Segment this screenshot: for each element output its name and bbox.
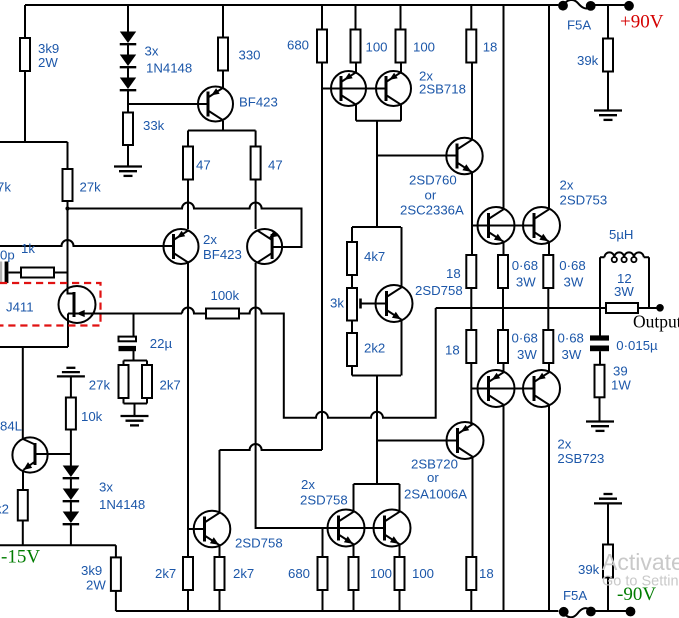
- svg-text:18: 18: [445, 343, 460, 358]
- svg-text:3W: 3W: [517, 347, 537, 362]
- svg-text:BF423: BF423: [203, 247, 242, 262]
- svg-text:1N4148: 1N4148: [146, 61, 192, 76]
- svg-text:k2: k2: [0, 502, 9, 517]
- svg-text:2x: 2x: [203, 232, 217, 247]
- svg-text:or: or: [425, 187, 437, 202]
- svg-text:4k7: 4k7: [364, 249, 385, 264]
- svg-text:0·68: 0·68: [512, 331, 538, 346]
- svg-text:3k: 3k: [330, 296, 344, 311]
- svg-text:3x: 3x: [145, 44, 159, 59]
- svg-text:2k7: 2k7: [233, 566, 254, 581]
- svg-text:0·68: 0·68: [559, 258, 585, 273]
- svg-text:7k: 7k: [0, 180, 11, 195]
- svg-text:F5A: F5A: [567, 18, 591, 33]
- svg-text:18: 18: [483, 39, 498, 54]
- svg-text:2k7: 2k7: [155, 566, 176, 581]
- svg-text:3k9: 3k9: [38, 41, 59, 56]
- svg-text:3k9: 3k9: [81, 563, 102, 578]
- svg-text:3W: 3W: [562, 347, 582, 362]
- svg-text:-15V: -15V: [1, 547, 40, 568]
- svg-text:2x: 2x: [301, 477, 315, 492]
- svg-text:33k: 33k: [143, 118, 165, 133]
- svg-text:84L: 84L: [0, 419, 22, 434]
- svg-text:100: 100: [370, 566, 392, 581]
- svg-text:2SA1006A: 2SA1006A: [404, 486, 467, 501]
- svg-text:39: 39: [613, 364, 628, 379]
- svg-text:2SB723: 2SB723: [557, 451, 604, 466]
- svg-text:1N4148: 1N4148: [99, 497, 145, 512]
- svg-text:47: 47: [268, 157, 283, 172]
- svg-text:2SC2336A: 2SC2336A: [400, 203, 464, 218]
- svg-text:2SD753: 2SD753: [560, 192, 608, 207]
- svg-text:100: 100: [413, 39, 435, 54]
- svg-text:39k: 39k: [578, 562, 600, 577]
- svg-text:12: 12: [617, 271, 632, 286]
- svg-text:-90V: -90V: [617, 584, 656, 605]
- svg-text:680: 680: [288, 566, 310, 581]
- svg-text:F5A: F5A: [563, 588, 587, 603]
- svg-text:1W: 1W: [611, 378, 631, 393]
- svg-text:39k: 39k: [577, 53, 599, 68]
- svg-text:2x: 2x: [419, 68, 433, 83]
- svg-text:3x: 3x: [99, 480, 113, 495]
- svg-text:47: 47: [196, 157, 211, 172]
- svg-text:1k: 1k: [21, 241, 35, 256]
- svg-text:680: 680: [287, 37, 309, 52]
- svg-text:2SB720: 2SB720: [411, 457, 458, 472]
- svg-text:5µH: 5µH: [609, 227, 633, 242]
- svg-text:100: 100: [366, 39, 388, 54]
- svg-text:3W: 3W: [516, 275, 536, 290]
- svg-text:Output: Output: [633, 311, 679, 331]
- svg-text:2W: 2W: [38, 55, 58, 70]
- svg-text:22µ: 22µ: [150, 336, 173, 351]
- svg-text:2SB718: 2SB718: [419, 81, 466, 96]
- svg-text:or: or: [427, 470, 439, 485]
- svg-text:330: 330: [239, 48, 261, 63]
- svg-text:+90V: +90V: [620, 12, 664, 33]
- svg-text:2x: 2x: [560, 178, 574, 193]
- svg-text:0·015µ: 0·015µ: [616, 338, 658, 353]
- svg-text:2SD758: 2SD758: [415, 283, 463, 298]
- svg-text:27k: 27k: [80, 180, 102, 195]
- svg-text:2x: 2x: [557, 437, 571, 452]
- svg-text:J411: J411: [6, 300, 34, 315]
- svg-text:Go to Settings t: Go to Settings t: [602, 574, 679, 590]
- svg-text:0·68: 0·68: [558, 331, 584, 346]
- svg-text:100k: 100k: [211, 288, 240, 303]
- svg-text:2SD758: 2SD758: [235, 536, 283, 551]
- svg-text:2SD760: 2SD760: [409, 173, 457, 188]
- svg-text:BF423: BF423: [239, 95, 278, 110]
- svg-text:2W: 2W: [86, 578, 106, 593]
- svg-text:0·68: 0·68: [512, 258, 538, 273]
- svg-text:3W: 3W: [564, 275, 584, 290]
- svg-text:18: 18: [479, 566, 494, 581]
- svg-text:2k7: 2k7: [160, 377, 181, 392]
- svg-text:Activate W: Activate W: [602, 549, 679, 575]
- svg-text:27k: 27k: [89, 377, 111, 392]
- svg-text:2k2: 2k2: [364, 341, 385, 356]
- svg-text:0p: 0p: [0, 248, 15, 263]
- svg-text:18: 18: [446, 266, 461, 281]
- svg-text:100: 100: [412, 566, 434, 581]
- svg-text:3W: 3W: [614, 284, 634, 299]
- svg-text:10k: 10k: [81, 409, 103, 424]
- svg-text:2SD758: 2SD758: [300, 492, 348, 507]
